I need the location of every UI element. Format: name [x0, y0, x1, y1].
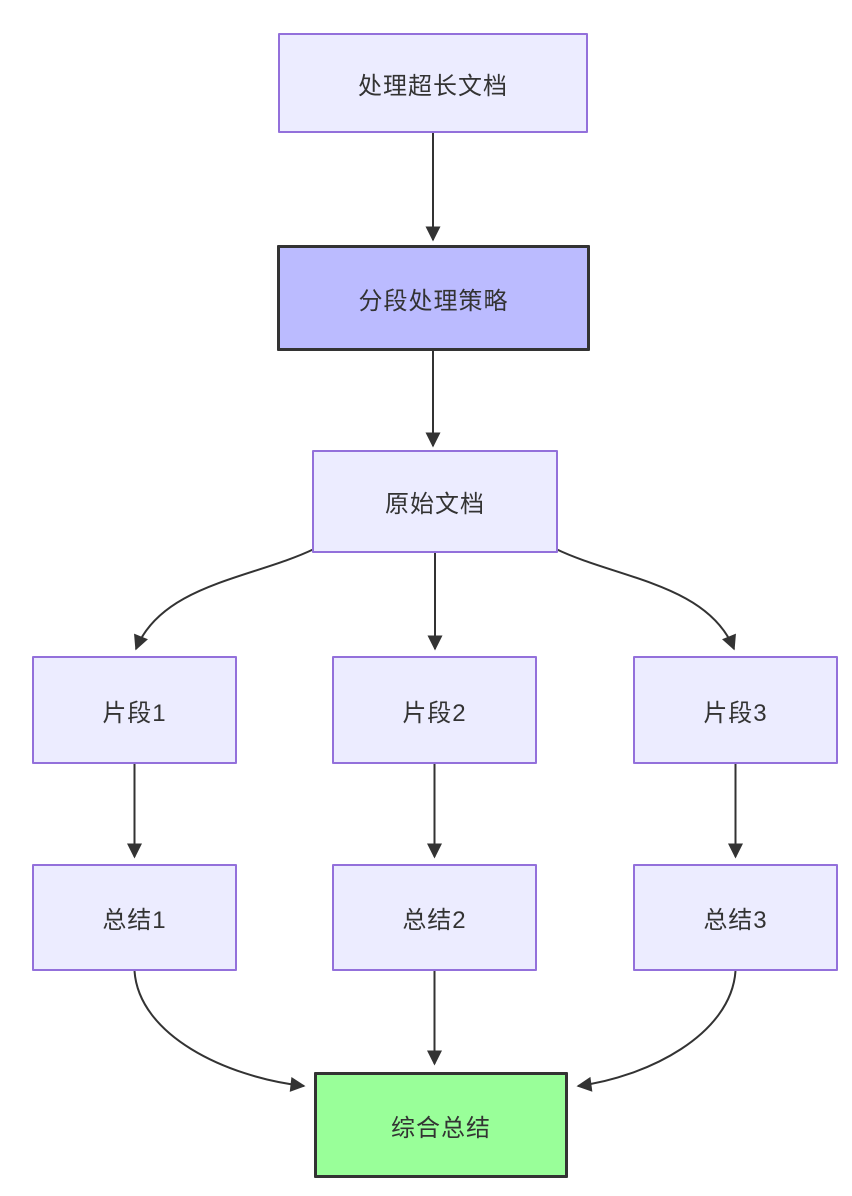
edge-original-to-frag3	[555, 548, 736, 651]
edge-sum1-to-final	[133, 970, 306, 1092]
node-original-document: 原始文档	[312, 450, 558, 553]
node-summary-1: 总结1	[32, 864, 237, 971]
edge-original-to-frag1	[134, 548, 315, 651]
node-fragment-1: 片段1	[32, 656, 237, 764]
node-label: 片段1	[102, 699, 167, 727]
node-label: 总结2	[402, 907, 467, 934]
edge-sum3-to-final	[576, 970, 737, 1092]
node-label: 片段3	[703, 699, 768, 727]
node-label: 综合总结	[391, 1114, 491, 1142]
node-fragment-2: 片段2	[332, 656, 537, 764]
node-combined-summary: 综合总结	[314, 1072, 568, 1178]
node-label: 处理超长文档	[358, 72, 508, 100]
node-label: 分段处理策略	[358, 287, 509, 315]
node-label: 片段2	[402, 699, 467, 727]
node-segmentation-strategy: 分段处理策略	[277, 245, 590, 351]
node-summary-3: 总结3	[633, 864, 838, 971]
node-process-long-document: 处理超长文档	[278, 33, 588, 133]
node-label: 总结3	[703, 907, 768, 934]
node-label: 原始文档	[385, 491, 485, 518]
node-summary-2: 总结2	[332, 864, 537, 971]
node-label: 总结1	[102, 907, 167, 934]
node-fragment-3: 片段3	[633, 656, 838, 764]
